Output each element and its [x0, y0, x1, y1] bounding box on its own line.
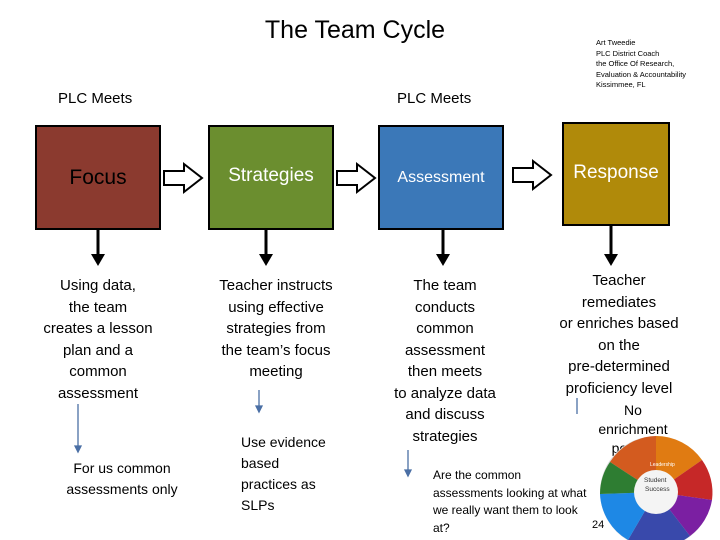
description-line: Teacher instructs	[219, 277, 333, 294]
note-line: based	[241, 455, 280, 471]
down-arrow-icon	[436, 230, 450, 266]
description-line: the team’s focus	[221, 341, 331, 359]
credit-line: Evaluation & Accountability	[596, 69, 687, 79]
description-line: assessment	[404, 341, 486, 359]
stage-box-strategies: Strategies	[208, 125, 334, 230]
credit-line: Kissimmee, FL	[596, 80, 646, 89]
credit-line: the Office Of Research,	[596, 59, 675, 68]
right-arrow-icon	[163, 161, 204, 195]
page-number: 24	[592, 519, 605, 531]
plc-meets-label-left: PLC Meets	[58, 90, 133, 107]
description-line: or enriches based	[559, 315, 679, 332]
note-line: No	[624, 402, 642, 418]
note-line: enrichment	[598, 421, 668, 437]
note-line: we really want them to look	[433, 503, 578, 517]
description-line: meeting	[249, 363, 303, 380]
description-line: strategies	[412, 427, 478, 445]
description-line: the team	[68, 298, 128, 316]
note-line: practices as	[241, 476, 316, 492]
description-line: then meets	[407, 363, 483, 380]
description-line: conducts	[414, 298, 476, 316]
credit-line: PLC District Coach	[596, 48, 660, 58]
description-line: Teacher	[592, 272, 646, 289]
down-arrow-icon	[604, 226, 618, 266]
credit-line: Art Tweedie	[596, 38, 636, 47]
description-line: on the	[598, 336, 640, 354]
description-line: and discuss	[405, 406, 485, 423]
note-line: For us common	[73, 460, 171, 476]
stage-description-assessment: The team conducts common assessment then…	[374, 275, 516, 447]
description-line: remediates	[581, 293, 657, 311]
note-line: Use evidence	[241, 434, 326, 450]
description-line: to analyze data	[394, 384, 496, 402]
description-line: pre-determined	[568, 358, 670, 375]
stage-label-focus: Focus	[69, 165, 127, 189]
wheel-top-label: Leadership	[650, 462, 675, 468]
note-line: assessments only	[66, 481, 178, 497]
author-credit: Art Tweedie PLC District Coach the Offic…	[596, 38, 716, 91]
right-arrow-icon	[336, 161, 377, 195]
stage-label-strategies: Strategies	[228, 165, 314, 186]
note-line: portion	[611, 440, 655, 456]
note-line: SLPs	[241, 497, 275, 513]
down-arrow-icon	[91, 230, 105, 266]
description-line: using effective	[228, 298, 324, 316]
stage-label-response: Response	[573, 162, 659, 183]
wheel-center-label: Success	[645, 486, 670, 493]
stage-description-strategies: Teacher instructs using effective strate…	[198, 275, 354, 383]
description-line: strategies from	[226, 320, 326, 337]
note-connector-line	[73, 404, 83, 454]
description-line: common	[69, 363, 127, 380]
description-line: The team	[413, 277, 477, 294]
stage-description-focus: Using data, the team creates a lesson pl…	[28, 275, 168, 404]
down-arrow-icon	[259, 230, 273, 266]
description-line: plan and a	[62, 341, 134, 359]
note-line: at?	[433, 520, 450, 535]
stage-box-assessment: Assessment	[378, 125, 504, 230]
stage-label-assessment: Assessment	[397, 168, 485, 186]
description-line: common	[416, 320, 474, 337]
stage-box-focus: Focus	[35, 125, 161, 230]
note-line: assessments looking at what	[433, 485, 587, 500]
description-line: proficiency level	[565, 379, 673, 397]
description-line: Using data,	[60, 277, 136, 294]
note-response: No enrichment portion	[588, 401, 678, 458]
note-strategies: Use evidence based practices as SLPs	[241, 432, 351, 516]
note-line: Are the common	[433, 468, 522, 482]
note-connector-line	[403, 450, 413, 478]
wheel-center-label: Student	[644, 477, 667, 484]
stage-box-response: Response	[562, 122, 670, 226]
description-line: assessment	[57, 384, 139, 402]
description-line: creates a lesson	[43, 320, 153, 337]
stage-description-response: Teacher remediates or enriches based on …	[544, 270, 694, 399]
note-focus: For us common assessments only	[52, 458, 192, 500]
note-connector-line	[254, 390, 264, 414]
page-title: The Team Cycle	[264, 16, 446, 44]
note-assessment: Are the common assessments looking at wh…	[433, 467, 613, 537]
plc-meets-label-right: PLC Meets	[397, 90, 472, 107]
right-arrow-icon	[512, 158, 553, 192]
